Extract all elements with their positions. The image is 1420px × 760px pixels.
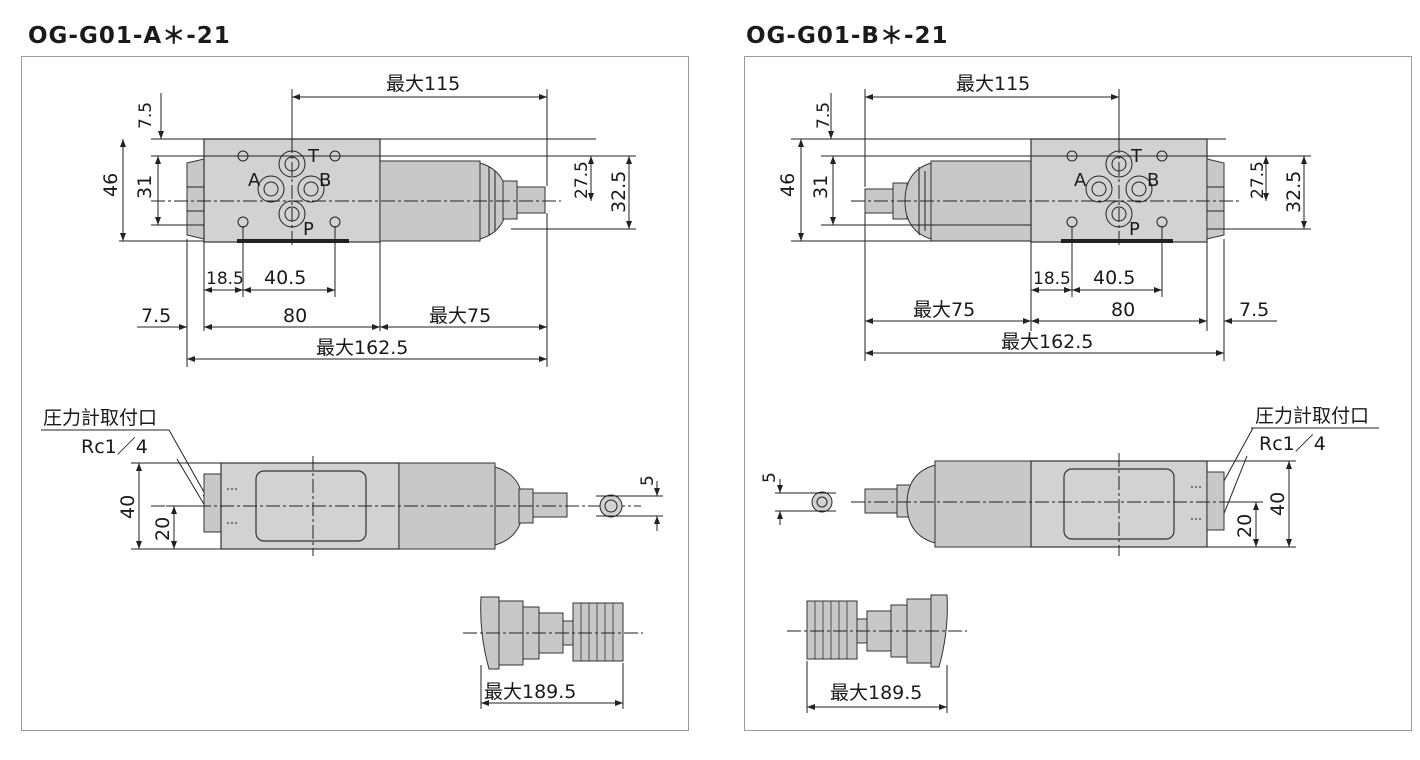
dim-46: 46 bbox=[100, 173, 122, 197]
dim-32-5: 32.5 bbox=[1283, 171, 1305, 213]
dim-7-5-top: 7.5 bbox=[136, 102, 156, 129]
gauge-port-label: 圧力計取付口 bbox=[1255, 405, 1369, 427]
panel-title-b: OG-G01-B＊-21 bbox=[746, 23, 949, 49]
knurled-knob bbox=[806, 600, 858, 660]
drawing-panel-b: T A B P 最大115 7.5 46 31 27.5 32.5 bbox=[744, 56, 1412, 731]
dim-max-189-5: 最大189.5 bbox=[484, 681, 576, 703]
detail-view-b: 最大189.5 bbox=[787, 594, 967, 713]
port-a-hole bbox=[257, 175, 285, 203]
dim-31: 31 bbox=[810, 175, 832, 199]
drawing-panel-a: T A B P 最大115 7.5 46 31 27.5 32.5 bbox=[21, 56, 689, 731]
dim-27-5: 27.5 bbox=[572, 161, 592, 199]
dim-32-5: 32.5 bbox=[608, 171, 630, 213]
side-view-b: 圧力計取付口 Rc1／4 5 40 20 bbox=[760, 405, 1379, 556]
cylinder-side bbox=[934, 460, 1032, 548]
cylinder-cap bbox=[906, 464, 936, 544]
dim-7-5-top: 7.5 bbox=[814, 102, 834, 129]
base-flange bbox=[1061, 239, 1173, 243]
lock-nut bbox=[502, 180, 518, 220]
dim-max-75: 最大75 bbox=[429, 305, 491, 327]
drawing-b: T A B P 最大115 7.5 46 31 27.5 32.5 bbox=[760, 73, 1379, 713]
dim-5: 5 bbox=[638, 475, 658, 486]
panel-title-a: OG-G01-A＊-21 bbox=[28, 23, 231, 49]
detail-view-a: 最大189.5 bbox=[463, 596, 643, 709]
adjust-screw bbox=[864, 488, 898, 514]
dim-80: 80 bbox=[283, 305, 307, 327]
gauge-port-label: 圧力計取付口 bbox=[43, 407, 157, 429]
hex-nut bbox=[203, 473, 222, 533]
port-a-hole bbox=[1085, 175, 1113, 203]
hex-nut bbox=[186, 158, 205, 240]
port-p-label: P bbox=[303, 219, 314, 240]
bolt-hole bbox=[237, 216, 249, 228]
bolt-hole bbox=[329, 216, 341, 228]
side-view-a: 圧力計取付口 Rc1／4 5 40 20 bbox=[41, 407, 663, 556]
screw-end-view bbox=[599, 494, 623, 518]
dim-31: 31 bbox=[134, 175, 156, 199]
screw-end-view bbox=[811, 491, 833, 513]
dim-max-189-5: 最大189.5 bbox=[830, 682, 922, 704]
knurled-knob bbox=[572, 602, 624, 662]
drawing-a: T A B P 最大115 7.5 46 31 27.5 32.5 bbox=[41, 73, 663, 709]
dim-max-75: 最大75 bbox=[913, 299, 975, 321]
adjust-screw bbox=[516, 186, 546, 214]
top-view-a: T A B P 最大115 7.5 46 31 27.5 32.5 bbox=[100, 73, 636, 367]
port-b-hole bbox=[297, 175, 325, 203]
dim-46: 46 bbox=[777, 173, 799, 197]
dim-max-115: 最大115 bbox=[386, 73, 460, 95]
gauge-port-thread: Rc1／4 bbox=[1259, 433, 1326, 455]
dim-80: 80 bbox=[1111, 299, 1135, 321]
dim-18-5: 18.5 bbox=[1033, 269, 1071, 289]
dim-40: 40 bbox=[1267, 492, 1289, 516]
port-a-label: A bbox=[1074, 170, 1087, 191]
dim-27-5: 27.5 bbox=[1248, 161, 1268, 199]
hex-nut bbox=[1206, 158, 1225, 240]
bolt-hole bbox=[1156, 216, 1168, 228]
dim-max-162-5: 最大162.5 bbox=[1001, 331, 1093, 353]
hex-nut bbox=[1206, 471, 1225, 531]
dim-max-115: 最大115 bbox=[956, 73, 1030, 95]
top-view-b: T A B P 最大115 7.5 46 31 27.5 32.5 bbox=[777, 73, 1311, 361]
dim-40-5: 40.5 bbox=[264, 267, 306, 289]
port-a-label: A bbox=[248, 170, 261, 191]
dim-7-5-bottom: 7.5 bbox=[141, 305, 171, 327]
gauge-port-thread: Rc1／4 bbox=[81, 436, 148, 458]
dim-max-162-5: 最大162.5 bbox=[316, 337, 408, 359]
dim-40: 40 bbox=[117, 495, 139, 519]
cylinder-section bbox=[930, 594, 948, 668]
dim-20: 20 bbox=[152, 517, 174, 541]
dim-40-5: 40.5 bbox=[1093, 267, 1135, 289]
dim-20: 20 bbox=[1234, 514, 1256, 538]
base-flange bbox=[237, 239, 349, 243]
port-b-hole bbox=[1125, 175, 1153, 203]
dim-18-5: 18.5 bbox=[206, 269, 244, 289]
dim-7-5-bottom: 7.5 bbox=[1239, 299, 1269, 321]
bolt-hole bbox=[1066, 216, 1078, 228]
port-p-label: P bbox=[1129, 219, 1140, 240]
port-b-label: B bbox=[1147, 170, 1159, 191]
dim-5: 5 bbox=[760, 472, 780, 483]
adjust-screw bbox=[532, 492, 568, 518]
port-b-label: B bbox=[319, 170, 331, 191]
